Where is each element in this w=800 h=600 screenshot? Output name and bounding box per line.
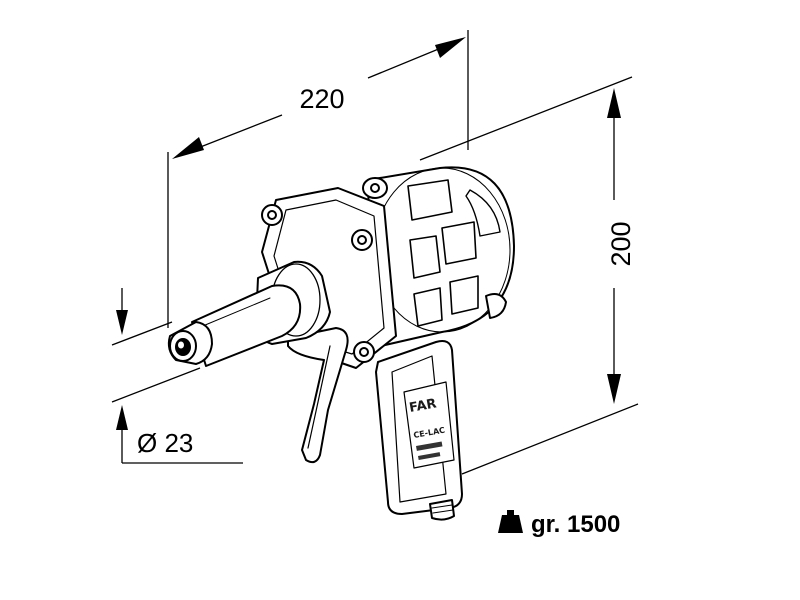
height-arrowhead-bottom [607, 374, 621, 404]
diameter-extension-line-bottom [111, 367, 201, 403]
height-dimension [419, 76, 639, 475]
diameter-arrowhead-top [116, 310, 128, 335]
riveter-tool: FAR CE-LAC [167, 166, 515, 521]
diameter-value: Ø 23 [137, 428, 193, 458]
motor-housing [362, 166, 515, 349]
length-arrowhead-right [435, 37, 466, 58]
nose-barrel [191, 284, 302, 367]
height-value: 200 [606, 221, 636, 266]
height-extension-line-bottom [461, 403, 639, 475]
length-dimension [167, 30, 469, 328]
diameter-arrowhead-bottom [116, 405, 128, 430]
diameter-extension-line-top [111, 321, 173, 346]
weight-value: gr. 1500 [531, 511, 620, 538]
weight-icon [498, 510, 523, 533]
height-extension-line-top [419, 76, 633, 161]
length-arrowhead-left [172, 137, 204, 159]
nose-tip [167, 321, 213, 365]
handle-label-plate: FAR CE-LAC [403, 381, 455, 469]
diameter-dimension [111, 288, 243, 464]
handle-logo: FAR [408, 396, 438, 416]
air-inlet-fitting [429, 499, 455, 521]
length-value: 220 [299, 84, 344, 114]
height-arrowhead-top [607, 88, 621, 118]
trigger-lever [287, 327, 349, 464]
